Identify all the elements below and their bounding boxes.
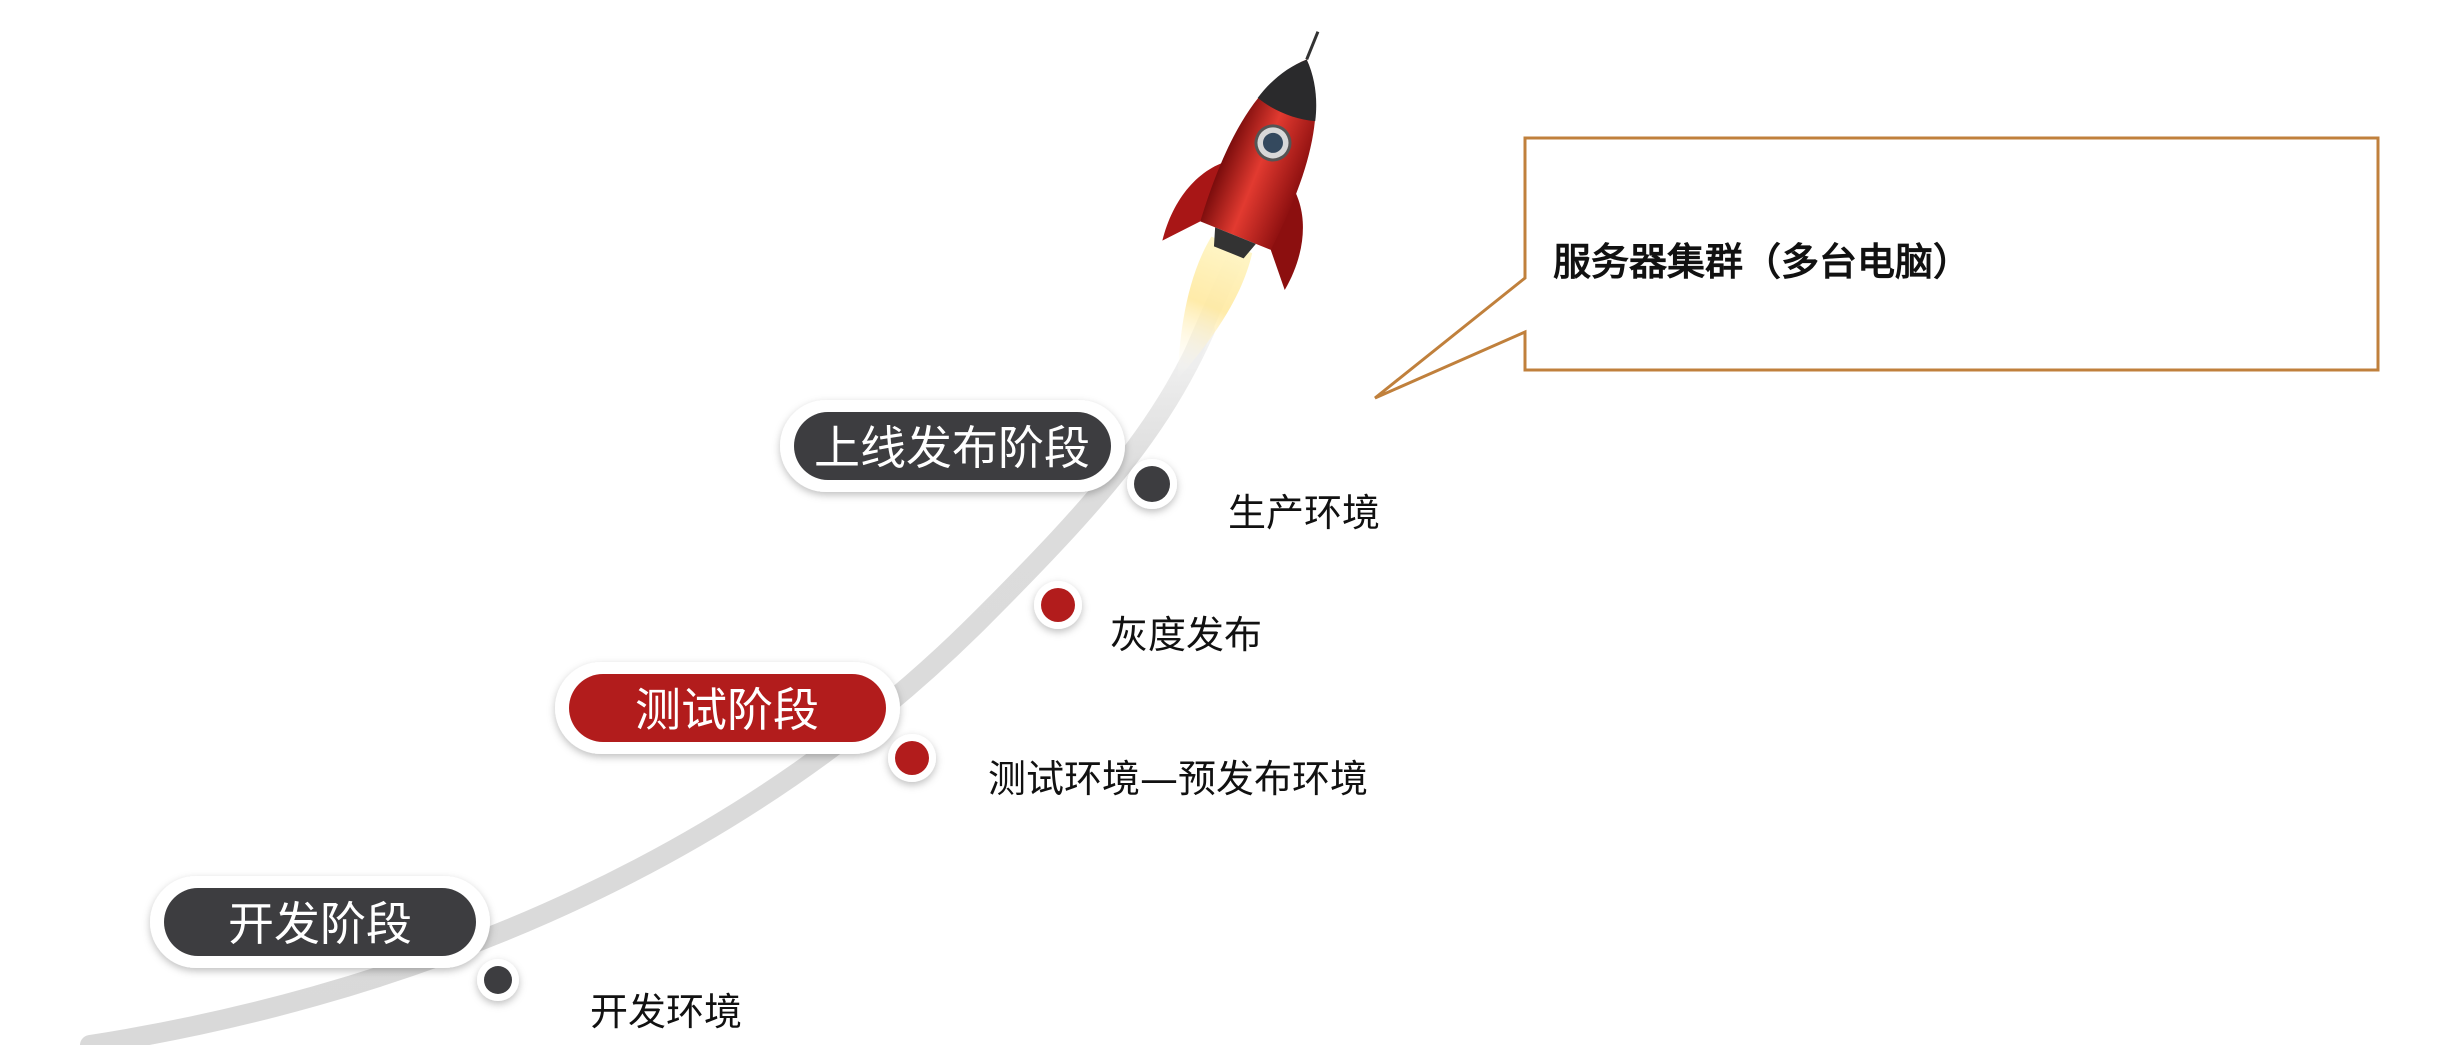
rocket-window [1262, 132, 1283, 153]
env-label-dev: 开发环境 [590, 990, 742, 1034]
stage-pill-test [555, 662, 900, 754]
stage-label-dev: 开发阶段 [228, 897, 412, 951]
callout-text: 服务器集群（多台电脑） [1553, 240, 1971, 284]
env-label-test: 测试环境—预发布环境 [988, 757, 1368, 801]
rocket-nose [1257, 59, 1317, 122]
rocket-antenna [1305, 31, 1320, 61]
milestone-dot-gray [1034, 581, 1082, 629]
stage-pill-dev [150, 876, 490, 968]
milestone-dot-prod [1127, 459, 1177, 509]
milestone-dot-test [888, 734, 936, 782]
stage-label-release: 上线发布阶段 [814, 421, 1090, 475]
milestone-dot-dev [477, 959, 519, 1001]
env-label-prod: 生产环境 [1228, 491, 1380, 535]
stage-label-test: 测试阶段 [635, 683, 819, 737]
rocket-icon [1162, 31, 1320, 380]
rocket-flame [1177, 236, 1253, 380]
rocket-fin-right [1270, 181, 1303, 291]
callout-box [1374, 136, 2380, 400]
stage-pill-release [780, 400, 1125, 492]
env-label-gray: 灰度发布 [1110, 613, 1262, 657]
rocket-nozzle [1213, 227, 1256, 259]
